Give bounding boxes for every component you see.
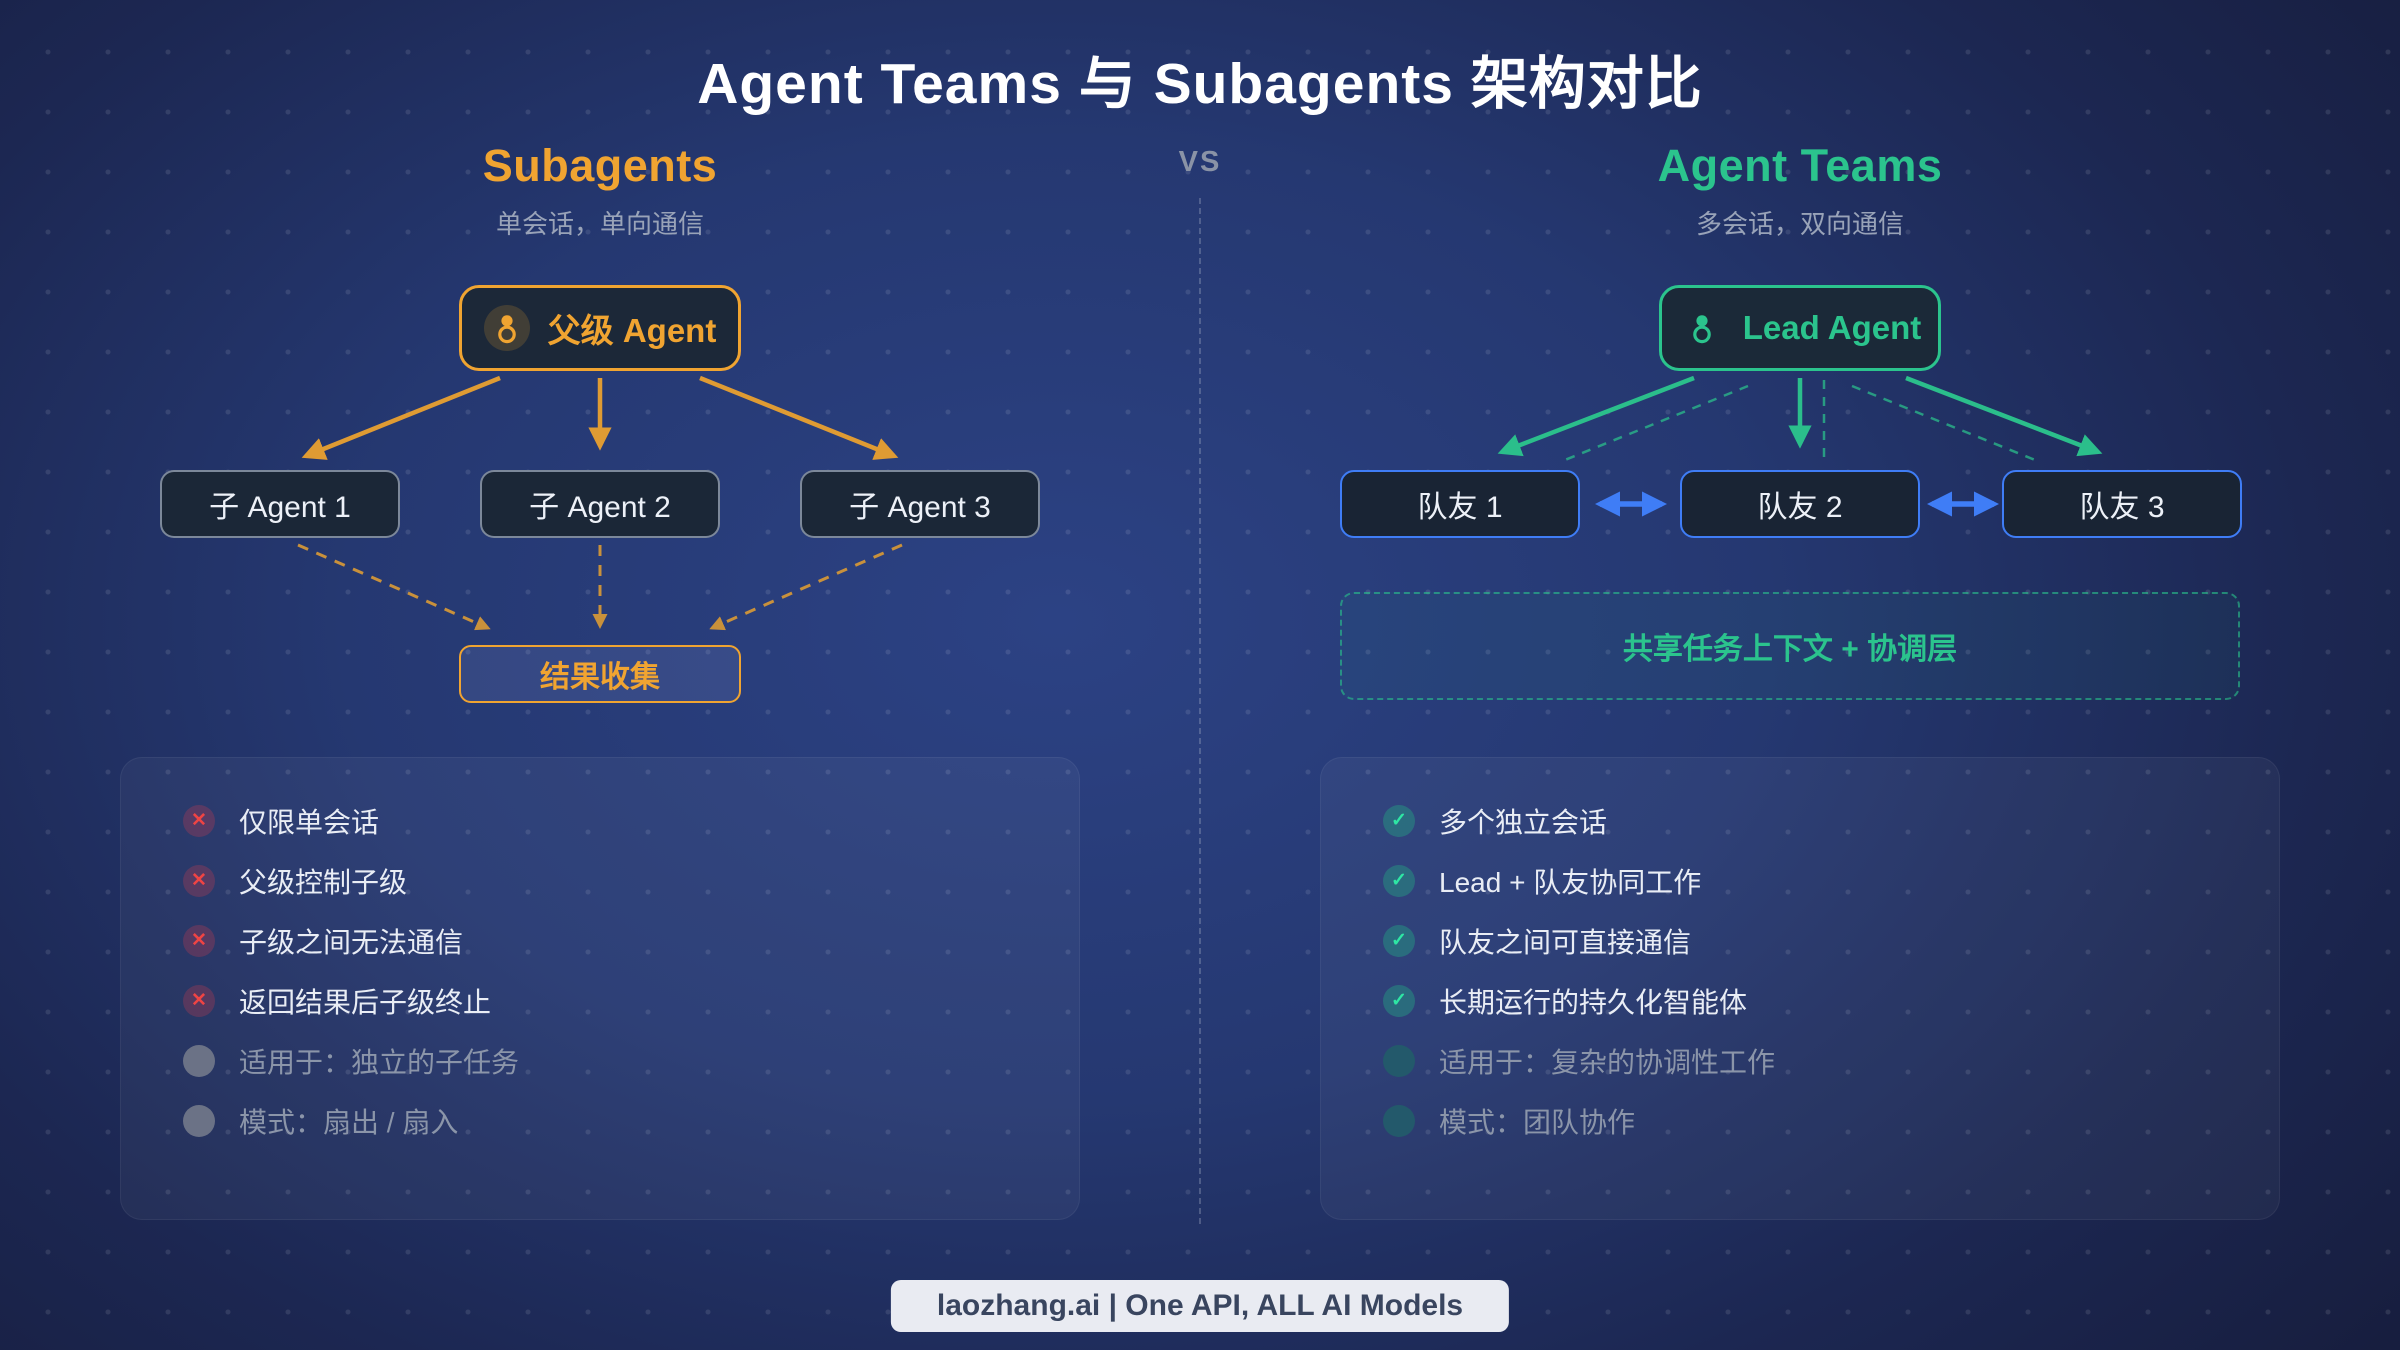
feature-item: 模式：团队协作 bbox=[1383, 1104, 2279, 1138]
parent-agent-box: 父级 Agent bbox=[459, 285, 741, 371]
vs-label: VS bbox=[1178, 146, 1222, 178]
shared-context-layer-box: 共享任务上下文 + 协调层 bbox=[1340, 592, 2240, 700]
subagents-subtitle: 单会话，单向通信 bbox=[495, 209, 705, 239]
feature-item: ✕ 父级控制子级 bbox=[183, 864, 1079, 898]
feature-item: ✓ 队友之间可直接通信 bbox=[1383, 924, 2279, 958]
arrow-child-1-to-collector bbox=[297, 543, 491, 631]
arrow-parent-to-child-3 bbox=[699, 375, 899, 460]
feature-item: ✕ 返回结果后子级终止 bbox=[183, 984, 1079, 1018]
agent-teams-subtitle: 多会话，双向通信 bbox=[1695, 209, 1905, 239]
subagents-feature-panel: ✕ 仅限单会话 ✕ 父级控制子级 ✕ 子级之间无法通信 ✕ 返回结果后子级终止 … bbox=[120, 757, 1080, 1220]
result-collector-box: 结果收集 bbox=[459, 645, 741, 703]
teammate-3-box: 队友 3 bbox=[2002, 470, 2242, 538]
arrow-parent-to-child-1 bbox=[301, 375, 501, 460]
arrow-child-3-to-collector bbox=[709, 543, 903, 631]
sub-agent-1-box: 子 Agent 1 bbox=[160, 470, 400, 538]
cross-icon: ✕ bbox=[183, 864, 215, 897]
feature-item: ✕ 仅限单会话 bbox=[183, 804, 1079, 838]
cross-icon: ✕ bbox=[183, 804, 215, 837]
agent-teams-feature-list: ✓ 多个独立会话 ✓ Lead + 队友协同工作 ✓ 队友之间可直接通信 ✓ 长… bbox=[1321, 758, 2279, 1138]
lead-agent-label: Lead Agent bbox=[1742, 309, 1922, 346]
check-icon: ✓ bbox=[1383, 984, 1415, 1017]
agent-teams-header: Agent Teams 多会话，双向通信 bbox=[1658, 140, 1943, 241]
feature-item: ✓ 多个独立会话 bbox=[1383, 804, 2279, 838]
cross-icon: ✕ bbox=[183, 984, 215, 1017]
dashed-link-lead-teammate-1 bbox=[1559, 384, 1749, 464]
teammate-1-box: 队友 1 bbox=[1340, 470, 1580, 538]
feature-item: 适用于：独立的子任务 bbox=[183, 1044, 1079, 1078]
arrow-lead-to-teammate-1 bbox=[1497, 375, 1695, 457]
bullet-dot-icon bbox=[1383, 1104, 1415, 1137]
bullet-dot-icon bbox=[1383, 1044, 1415, 1077]
feature-item: ✕ 子级之间无法通信 bbox=[183, 924, 1079, 958]
subagents-feature-list: ✕ 仅限单会话 ✕ 父级控制子级 ✕ 子级之间无法通信 ✕ 返回结果后子级终止 … bbox=[121, 758, 1079, 1138]
bullet-dot-icon bbox=[183, 1104, 215, 1137]
teammate-2-box: 队友 2 bbox=[1680, 470, 1920, 538]
person-icon bbox=[1679, 305, 1725, 351]
lead-agent-box: Lead Agent bbox=[1659, 285, 1941, 371]
sub-agent-3-box: 子 Agent 3 bbox=[800, 470, 1040, 538]
divider-line bbox=[1199, 198, 1201, 1224]
check-icon: ✓ bbox=[1383, 924, 1415, 957]
agent-teams-heading: Agent Teams bbox=[1657, 140, 1943, 191]
page-title: Agent Teams 与 Subagents 架构对比 bbox=[697, 52, 1703, 116]
bullet-dot-icon bbox=[183, 1044, 215, 1077]
feature-item: ✓ 长期运行的持久化智能体 bbox=[1383, 984, 2279, 1018]
agent-teams-feature-panel: ✓ 多个独立会话 ✓ Lead + 队友协同工作 ✓ 队友之间可直接通信 ✓ 长… bbox=[1320, 757, 2280, 1220]
person-icon bbox=[483, 305, 530, 351]
sub-agent-2-box: 子 Agent 2 bbox=[480, 470, 720, 538]
check-icon: ✓ bbox=[1383, 804, 1415, 837]
dashed-link-lead-teammate-3 bbox=[1851, 384, 2041, 464]
parent-agent-label: 父级 Agent bbox=[547, 312, 717, 349]
feature-item: ✓ Lead + 队友协同工作 bbox=[1383, 864, 2279, 898]
cross-icon: ✕ bbox=[183, 924, 215, 957]
check-icon: ✓ bbox=[1383, 864, 1415, 897]
brand-footer-badge: laozhang.ai | One API, ALL AI Models bbox=[890, 1280, 1510, 1332]
arrow-lead-to-teammate-3 bbox=[1905, 375, 2103, 457]
subagents-heading: Subagents bbox=[482, 140, 718, 191]
feature-item: 适用于：复杂的协调性工作 bbox=[1383, 1044, 2279, 1078]
subagents-header: Subagents 单会话，单向通信 bbox=[483, 140, 718, 241]
feature-item: 模式：扇出 / 扇入 bbox=[183, 1104, 1079, 1138]
